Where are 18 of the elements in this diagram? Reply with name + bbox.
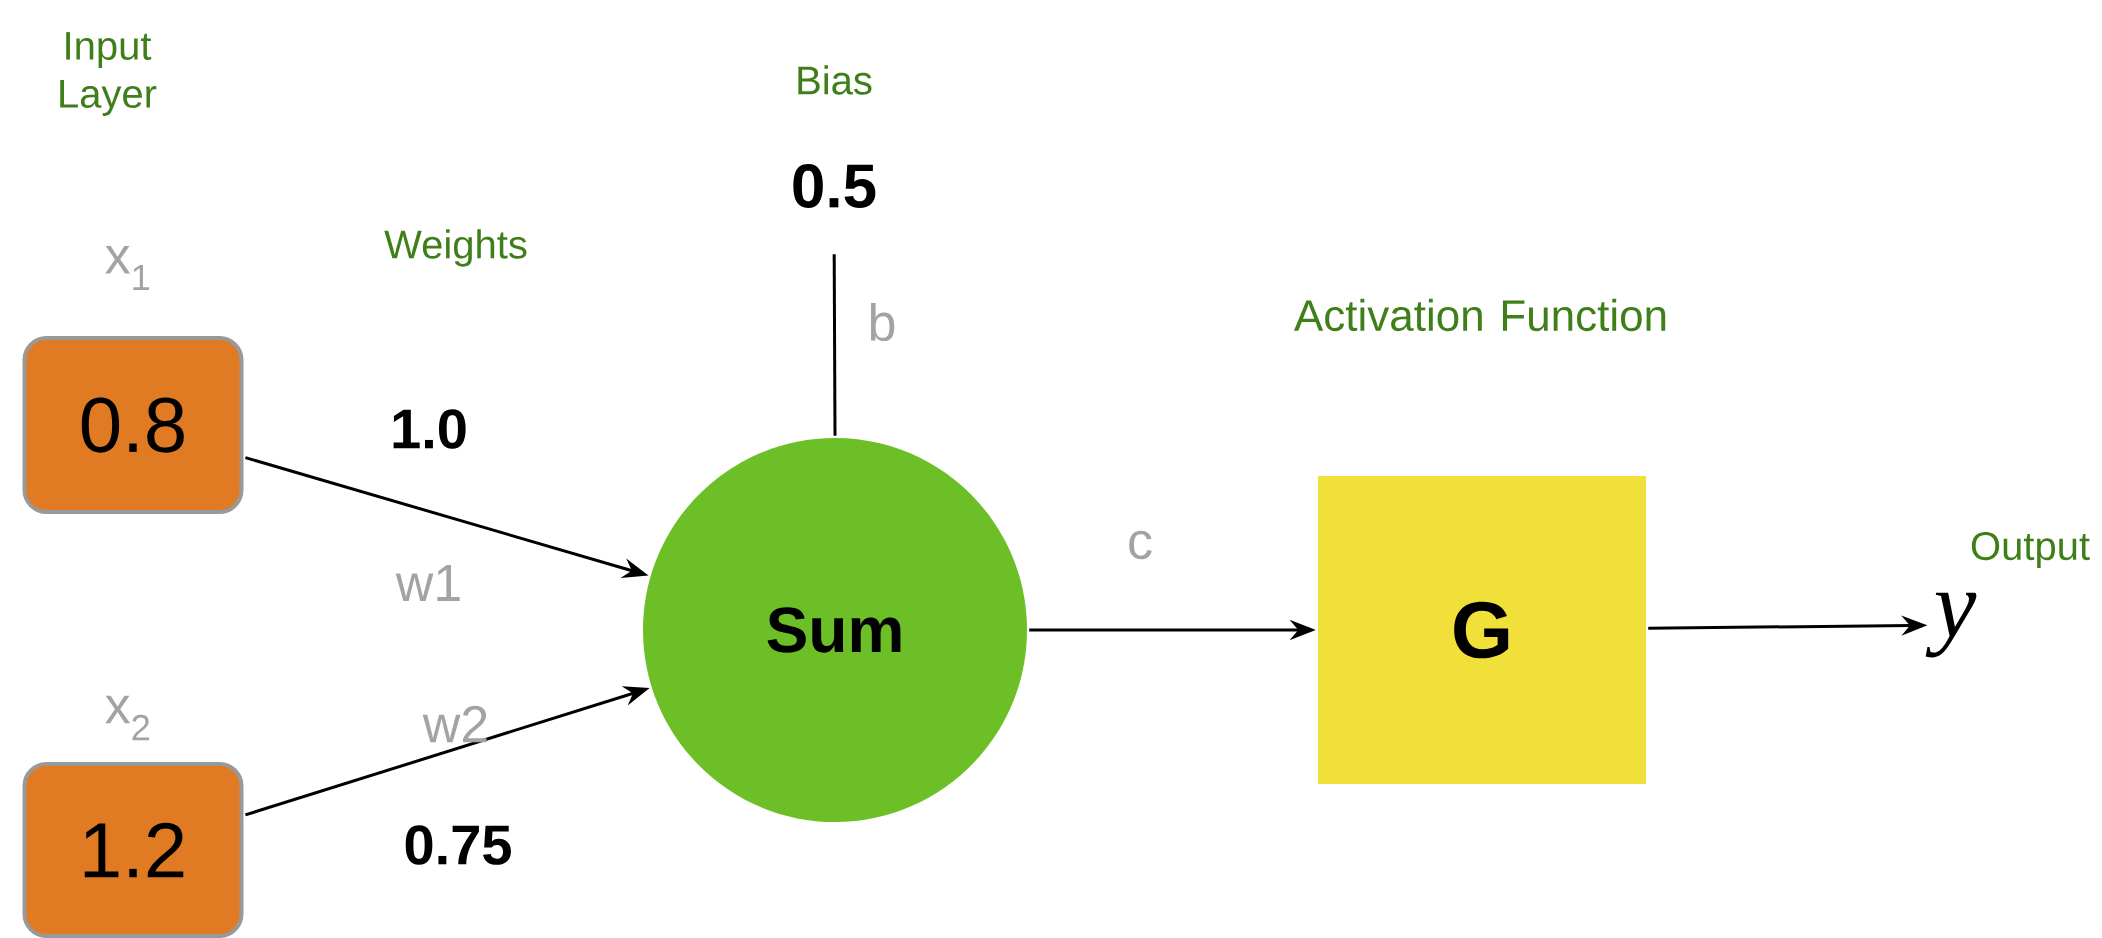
- edge-label: b: [870, 302, 895, 342]
- activation-box: G: [1318, 476, 1646, 784]
- input-label: x$_{1}$: [105, 246, 150, 290]
- input-label: x$_{2}$: [105, 695, 150, 741]
- edge-label: 0.75: [405, 825, 511, 865]
- weight-name: w1: [395, 565, 460, 601]
- edge-label: c: [1129, 530, 1152, 560]
- weights-label: Weights: [384, 229, 527, 267]
- edge-label: 1.0: [393, 409, 466, 449]
- node-caption: Activation Function: [1294, 298, 1666, 332]
- input-box: 0.8: [22, 336, 244, 514]
- output-symbol: y: [1925, 592, 1977, 658]
- layer-label: Input Layer: [60, 32, 157, 116]
- node-caption: Output: [1971, 531, 2090, 569]
- input-box: 1.2: [22, 762, 244, 938]
- weight-name: w2: [422, 705, 487, 743]
- bias-value: 0.5: [793, 164, 876, 208]
- node-caption: Bias: [798, 65, 872, 95]
